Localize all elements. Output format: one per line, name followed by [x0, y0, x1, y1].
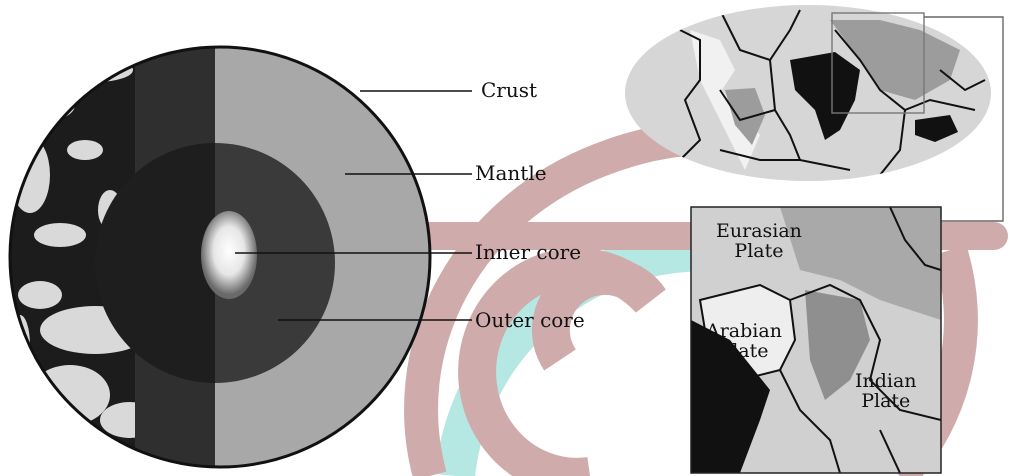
- indian-plate-label-line1: Indian: [855, 372, 917, 392]
- arabian-plate-label-line1: Arabian: [706, 322, 782, 342]
- eurasian-plate-label-line2: Plate: [716, 242, 802, 262]
- world-plate-map: [625, 5, 1003, 221]
- crust-label: Crust: [481, 80, 537, 100]
- mantle-label: Mantle: [475, 163, 547, 183]
- earth-globe: [0, 40, 445, 476]
- outer-core-label: Outer core: [475, 310, 585, 330]
- inner-core: [201, 211, 257, 299]
- indian-plate-label-line2: Plate: [855, 392, 917, 412]
- arabian-plate-label: Arabian Plate: [706, 322, 782, 362]
- eurasian-plate-label-line1: Eurasian: [716, 222, 802, 242]
- arabian-plate-label-line2: Plate: [706, 342, 782, 362]
- indian-plate-label: Indian Plate: [855, 372, 917, 412]
- inner-core-label: Inner core: [475, 242, 581, 262]
- eurasian-plate-label: Eurasian Plate: [716, 222, 802, 262]
